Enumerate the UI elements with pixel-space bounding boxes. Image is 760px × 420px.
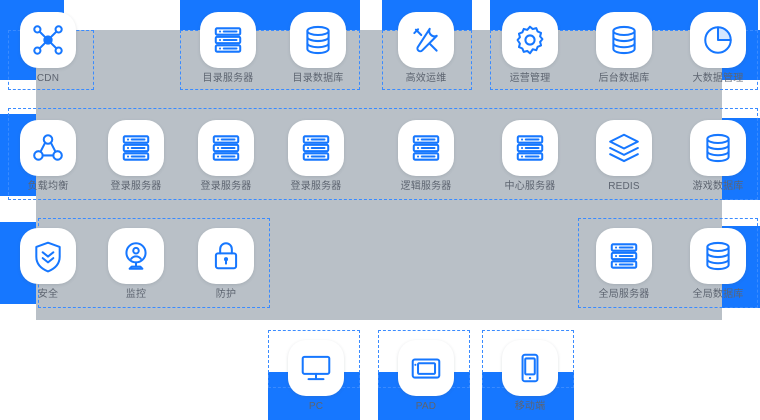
node-label-directory-db: 目录数据库: [292, 73, 344, 84]
camera-monitor-icon: [108, 228, 164, 284]
node-load-balancer[interactable]: 负载均衡: [16, 120, 80, 193]
server-rack-icon: [200, 12, 256, 68]
group-global: [578, 218, 758, 308]
stack-layers-icon: [596, 120, 652, 176]
node-client-pad[interactable]: PAD: [394, 340, 458, 413]
cdn-network-icon: [20, 12, 76, 68]
node-redis[interactable]: REDIS: [592, 120, 656, 193]
node-global-db[interactable]: 全局数据库: [686, 228, 750, 301]
node-label-bigdata: 大数据管理: [692, 73, 744, 84]
database-icon: [596, 12, 652, 68]
node-protection[interactable]: 防护: [194, 228, 258, 301]
lock-icon: [198, 228, 254, 284]
node-label-client-pad: PAD: [415, 401, 437, 412]
node-security[interactable]: 安全: [16, 228, 80, 301]
node-ops[interactable]: 高效运维: [394, 12, 458, 85]
node-backend-db[interactable]: 后台数据库: [592, 12, 656, 85]
node-login-server-1[interactable]: 登录服务器: [104, 120, 168, 193]
server-rack-icon: [198, 120, 254, 176]
node-label-monitor: 监控: [125, 289, 147, 300]
node-label-directory-server: 目录服务器: [202, 73, 254, 84]
node-login-server-2[interactable]: 登录服务器: [194, 120, 258, 193]
node-label-security: 安全: [37, 289, 59, 300]
node-label-protection: 防护: [215, 289, 237, 300]
tools-wrench-icon: [398, 12, 454, 68]
group-logic: [8, 108, 758, 200]
node-label-login-server-1: 登录服务器: [110, 181, 162, 192]
node-directory-db[interactable]: 目录数据库: [286, 12, 350, 85]
node-login-server-3[interactable]: 登录服务器: [284, 120, 348, 193]
node-label-redis: REDIS: [608, 181, 640, 192]
node-label-login-server-2: 登录服务器: [200, 181, 252, 192]
node-label-cdn: CDN: [36, 73, 60, 84]
node-logic-server[interactable]: 逻辑服务器: [394, 120, 458, 193]
group-directory: [180, 30, 360, 90]
node-label-client-mobile: 移动端: [514, 401, 546, 412]
load-balance-icon: [20, 120, 76, 176]
node-label-client-pc: PC: [308, 401, 324, 412]
gear-icon: [502, 12, 558, 68]
tablet-icon: [398, 340, 454, 396]
server-rack-icon: [108, 120, 164, 176]
node-label-ops: 高效运维: [405, 73, 447, 84]
node-monitor[interactable]: 监控: [104, 228, 168, 301]
database-icon: [290, 12, 346, 68]
node-ops-manage[interactable]: 运营管理: [498, 12, 562, 85]
pie-chart-icon: [690, 12, 746, 68]
server-rack-icon: [502, 120, 558, 176]
node-client-mobile[interactable]: 移动端: [498, 340, 562, 413]
smartphone-icon: [502, 340, 558, 396]
node-label-backend-db: 后台数据库: [598, 73, 650, 84]
node-label-load-balancer: 负载均衡: [27, 181, 69, 192]
node-directory-server[interactable]: 目录服务器: [196, 12, 260, 85]
node-label-game-db: 游戏数据库: [692, 181, 744, 192]
server-rack-icon: [596, 228, 652, 284]
node-label-global-db: 全局数据库: [692, 289, 744, 300]
node-label-ops-manage: 运营管理: [509, 73, 551, 84]
node-label-logic-server: 逻辑服务器: [400, 181, 452, 192]
node-bigdata[interactable]: 大数据管理: [686, 12, 750, 85]
database-icon: [690, 120, 746, 176]
node-game-db[interactable]: 游戏数据库: [686, 120, 750, 193]
node-center-server[interactable]: 中心服务器: [498, 120, 562, 193]
node-global-server[interactable]: 全局服务器: [592, 228, 656, 301]
desktop-monitor-icon: [288, 340, 344, 396]
server-rack-icon: [398, 120, 454, 176]
database-icon: [690, 228, 746, 284]
shield-icon: [20, 228, 76, 284]
node-cdn[interactable]: CDN: [16, 12, 80, 85]
node-client-pc[interactable]: PC: [284, 340, 348, 413]
node-label-center-server: 中心服务器: [504, 181, 556, 192]
node-label-login-server-3: 登录服务器: [290, 181, 342, 192]
server-rack-icon: [288, 120, 344, 176]
node-label-global-server: 全局服务器: [598, 289, 650, 300]
